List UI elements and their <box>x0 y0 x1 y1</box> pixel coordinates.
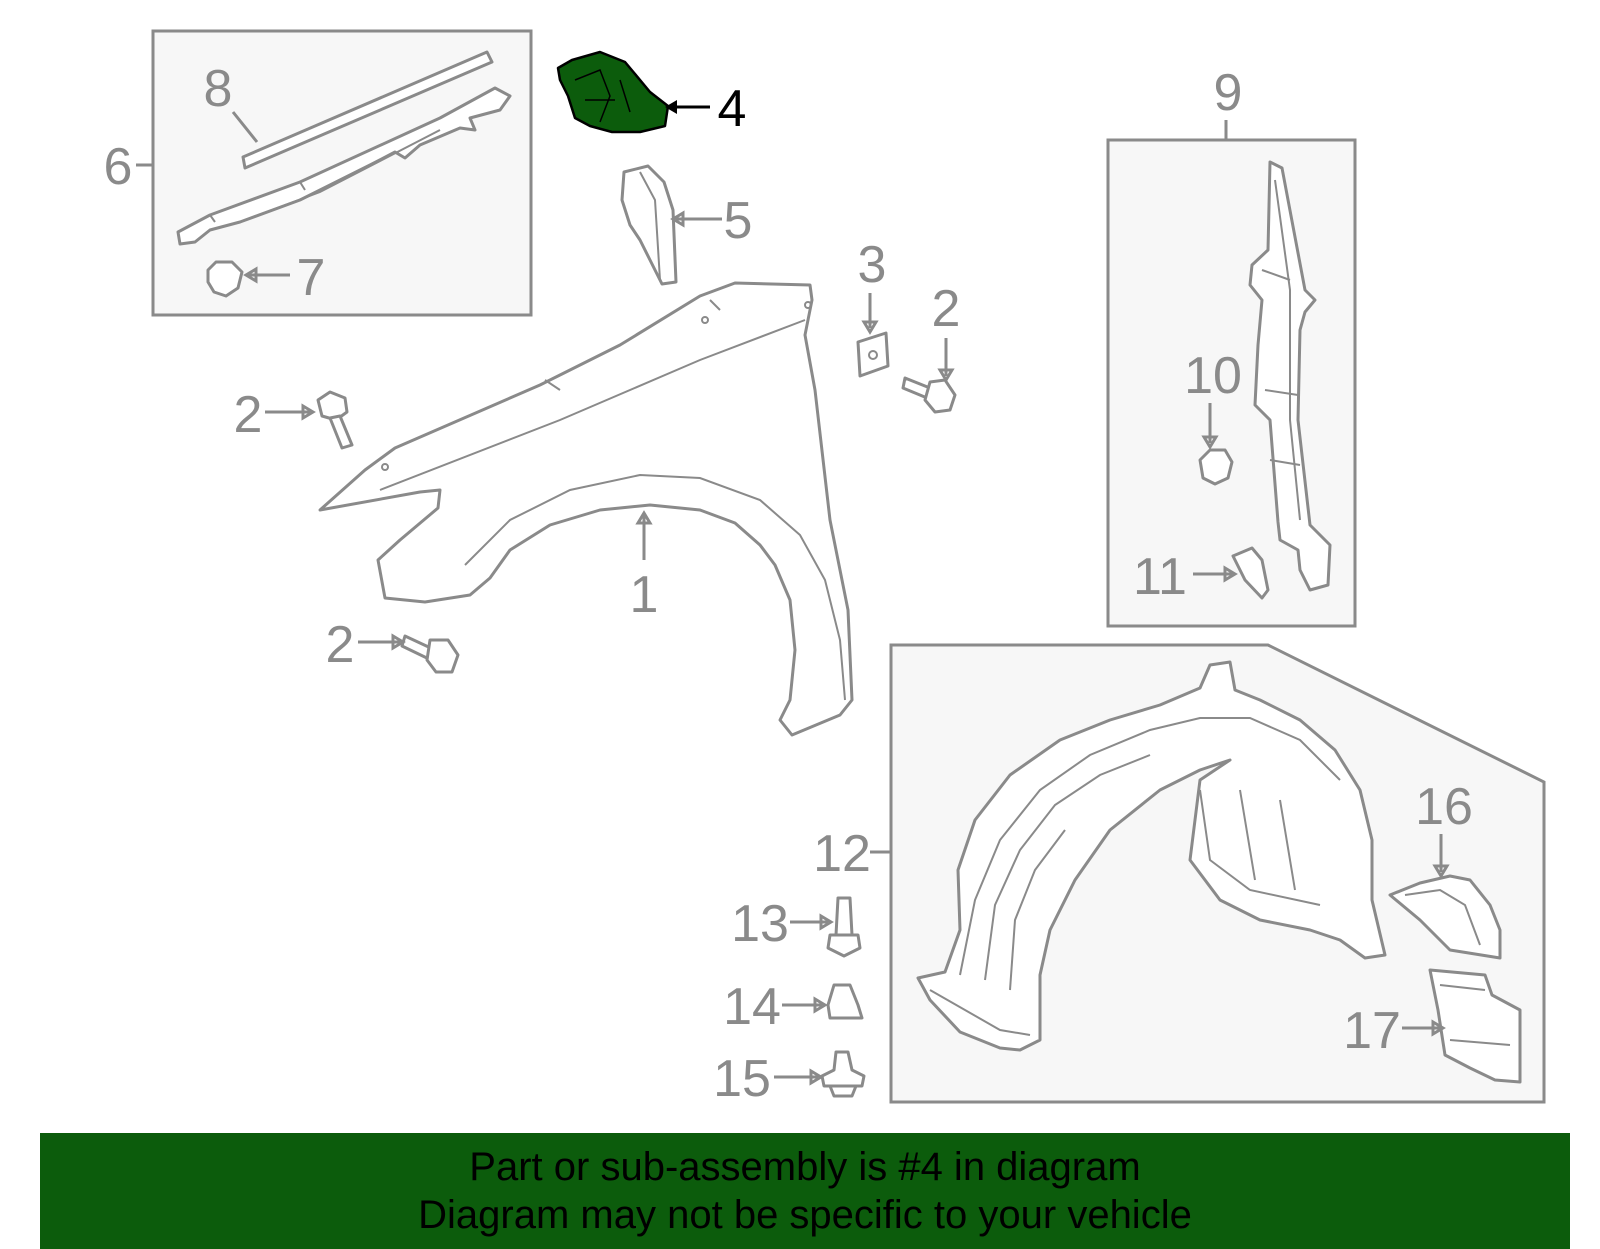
part-2-bolt-c[interactable] <box>400 634 460 674</box>
assembly-box-6 <box>151 29 533 317</box>
callout-17: 17 <box>1343 1002 1401 1060</box>
part-1-fender[interactable] <box>318 281 854 737</box>
part-12-liner[interactable] <box>916 660 1387 1052</box>
part-3-pad[interactable] <box>856 331 890 378</box>
callout-2a: 2 <box>234 386 263 444</box>
part-13-bolt[interactable] <box>826 896 862 958</box>
part-2-bolt-b[interactable] <box>901 376 957 414</box>
callout-3: 3 <box>858 236 887 294</box>
assembly-box-12 <box>889 643 1546 1104</box>
part-11-clip[interactable] <box>1231 546 1270 600</box>
part-4-shape[interactable] <box>556 50 670 134</box>
part-4-highlighted[interactable] <box>556 50 670 134</box>
part-10-grommet[interactable] <box>1198 448 1234 486</box>
callout-7: 7 <box>297 249 326 307</box>
part-15-clip[interactable] <box>820 1050 866 1098</box>
callout-9: 9 <box>1214 64 1243 122</box>
part-8-strip[interactable] <box>241 50 494 170</box>
part-2-bolt-a[interactable] <box>316 390 354 450</box>
callout-4: 4 <box>718 80 747 138</box>
part-17-panel[interactable] <box>1428 968 1522 1084</box>
callout-14: 14 <box>723 978 781 1036</box>
callout-13: 13 <box>731 895 789 953</box>
info-banner: Part or sub-assembly is #4 in diagram Di… <box>40 1133 1570 1249</box>
callout-11: 11 <box>1133 548 1187 606</box>
part-5-bracket[interactable] <box>620 164 678 286</box>
callout-2b: 2 <box>932 280 961 338</box>
callout-5: 5 <box>724 192 753 250</box>
part-16-panel[interactable] <box>1388 874 1502 960</box>
part-7-clip[interactable] <box>206 260 244 298</box>
callout-6: 6 <box>104 138 133 196</box>
banner-line-2: Diagram may not be specific to your vehi… <box>418 1193 1192 1237</box>
callout-12: 12 <box>813 825 871 883</box>
callout-10: 10 <box>1184 347 1242 405</box>
callout-16: 16 <box>1415 778 1473 836</box>
part-6-rail[interactable] <box>176 86 512 246</box>
banner-line-1: Part or sub-assembly is #4 in diagram <box>469 1145 1141 1189</box>
callout-2c: 2 <box>326 616 355 674</box>
callout-8: 8 <box>204 60 233 118</box>
part-14-nut[interactable] <box>826 983 864 1020</box>
callout-1: 1 <box>630 566 659 624</box>
callout-15: 15 <box>713 1050 771 1108</box>
assembly-box-9 <box>1106 138 1357 628</box>
